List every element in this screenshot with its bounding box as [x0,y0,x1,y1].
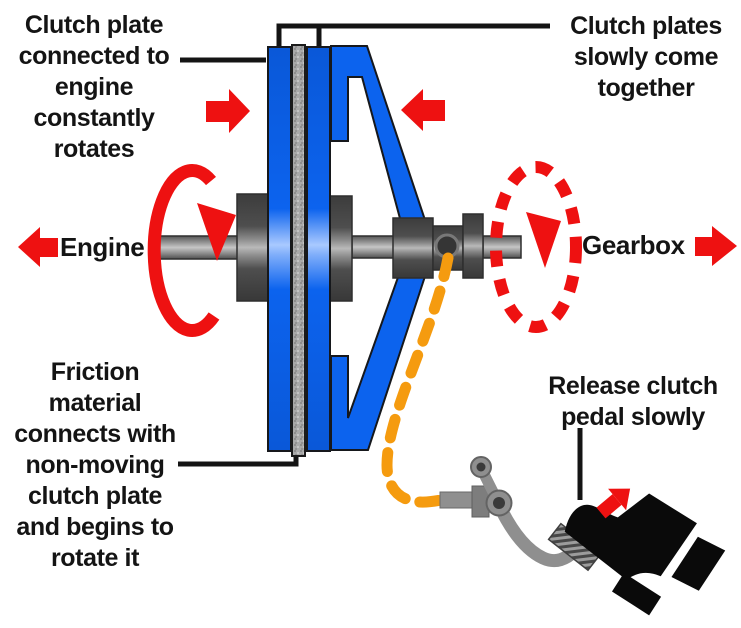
label-clutch-plates-together: Clutch plates slowly come together [570,12,722,102]
pedal-release-arrow [596,488,631,519]
crank-upper-pivot-pin [476,462,486,472]
pressure-plate-hub [327,195,353,302]
pedal-and-boot [547,493,726,616]
engine-rotation-arrowhead [197,203,236,261]
push-arrow-right-plate [401,89,445,131]
engine-shaft [149,235,241,260]
boot-heel-counter [671,536,726,591]
label-release-pedal: Release clutch pedal slowly [548,372,718,431]
gearbox-rotation-arrowhead [526,212,561,268]
gearbox-rotation-arrow [490,161,582,333]
pedal-main-pivot-pin [493,497,505,509]
label-clutch-plate-engine: Clutch plate connected to engine constan… [18,11,170,163]
friction-material [291,44,306,457]
push-arrow-left-plate [206,89,250,133]
label-friction-material: Friction material connects with non-movi… [14,358,176,572]
pedal-lever [492,498,583,568]
boot [564,493,697,580]
engine-hub-flange [236,193,269,302]
intermediate-shaft [351,235,398,259]
engine-rotation-arrow [147,164,220,337]
gearbox-clutch-plate [306,46,331,452]
clutch-cover-top-arm [330,45,432,253]
boot-heel-sole [611,572,662,616]
engine-direction-arrow [18,227,58,267]
label-engine: Engine [60,232,145,262]
label-gearbox: Gearbox [582,230,685,260]
engine-clutch-plate [267,46,292,452]
gearbox-direction-arrow [695,226,737,266]
release-bearing-left [392,217,434,279]
clutch-cable [381,252,454,508]
cable-end-rod [439,491,477,509]
plates-bracket-line [276,23,550,47]
release-bearing-right [462,213,484,279]
